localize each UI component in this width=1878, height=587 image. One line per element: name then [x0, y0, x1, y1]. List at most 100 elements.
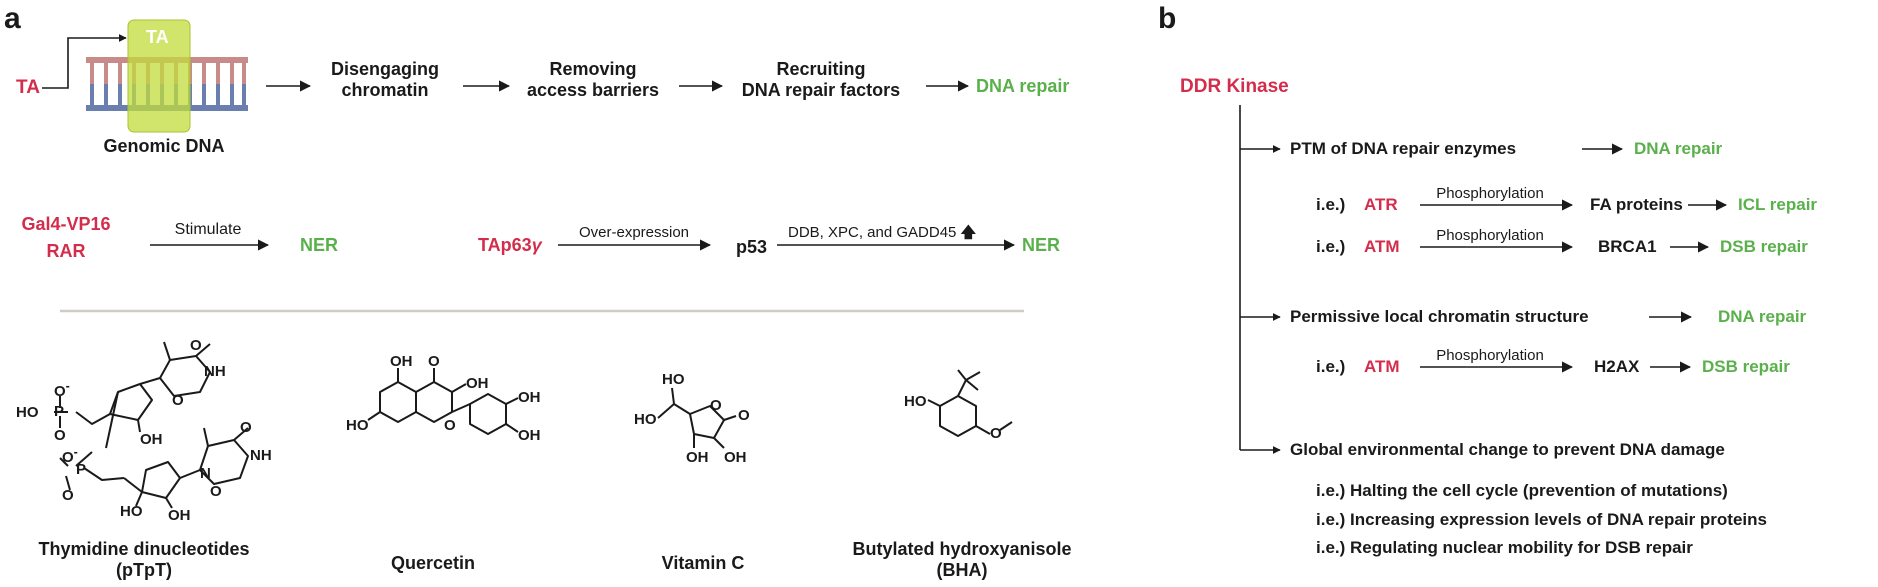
ptpt-oh-2: OH: [168, 507, 191, 524]
ptpt-p1: P: [54, 403, 65, 420]
ptpt-n: N: [200, 465, 211, 482]
branch-ptm-result: DNA repair: [1634, 139, 1723, 158]
ex2-kinase: ATM: [1364, 237, 1400, 256]
branch-chromatin-result: DNA repair: [1718, 307, 1807, 326]
quercetin-o-top: O: [428, 353, 440, 370]
quercetin-oh-a: OH: [518, 389, 541, 406]
ptpt-o-1: O: [54, 427, 66, 444]
dna-repair-outcome: DNA repair: [976, 76, 1070, 96]
ex2-action: Phosphorylation: [1436, 227, 1544, 244]
stimulate-label: Stimulate: [174, 221, 242, 238]
ex3-ie: i.e.): [1316, 357, 1346, 376]
ex1-ie: i.e.): [1316, 195, 1346, 214]
quercetin-oh-b: OH: [518, 427, 541, 444]
ta-label: TA: [16, 77, 40, 98]
step-disengaging-line1: Disengaging: [330, 59, 440, 79]
ex3-result: DSB repair: [1702, 357, 1790, 376]
vitc-o-ring: O: [710, 397, 722, 414]
up-arrow-icon: 🡅: [960, 224, 976, 241]
quercetin-ho: HO: [346, 417, 369, 434]
ptpt-o-top: O: [190, 337, 202, 354]
minus-sup-2: -: [73, 445, 78, 459]
branch-chromatin: Permissive local chromatin structure: [1290, 307, 1589, 326]
ex1-kinase: ATR: [1364, 195, 1398, 214]
p53-label: p53: [736, 237, 768, 257]
ta-entry-arrow: [42, 34, 127, 89]
minus-sup: -: [65, 379, 70, 393]
vitc-oh-2: OH: [724, 449, 747, 466]
ptpt-o-minus-1: O-: [54, 380, 70, 399]
tap63-text: TAp63: [478, 235, 532, 255]
list-item-3: i.e.) Regulating nuclear mobility for DS…: [1316, 538, 1693, 557]
rar-label: RAR: [46, 241, 86, 261]
bha-structure: [927, 369, 1013, 437]
ptpt-o-base1: O: [172, 392, 184, 409]
compound-pTpT-sub: (pTpT): [116, 560, 172, 580]
panel-b-arrows: [1420, 143, 1728, 373]
ptpt-nh-1: NH: [204, 363, 226, 380]
pTpT-structure: [54, 341, 249, 509]
ex1-target: FA proteins: [1590, 195, 1683, 214]
ptpt-p2: P: [76, 461, 87, 478]
ex3-kinase: ATM: [1364, 357, 1400, 376]
branch-ptm: PTM of DNA repair enzymes: [1290, 139, 1517, 158]
panel-a-label: a: [4, 2, 21, 35]
ddb-text: DDB, XPC, and GADD45: [788, 224, 957, 241]
quercetin-oh-3: OH: [466, 375, 489, 392]
o-text: O: [54, 383, 66, 400]
ner-outcome-2: NER: [1022, 235, 1061, 255]
step-recruiting-line2: DNA repair factors: [741, 80, 901, 100]
ptpt-o-top2: O: [240, 419, 252, 436]
ptpt-ho: HO: [16, 404, 39, 421]
list-item-2: i.e.) Increasing expression levels of DN…: [1316, 510, 1767, 529]
ddb-xpc-gadd45-label: DDB, XPC, and GADD45 🡅: [788, 225, 976, 240]
step-removing-line2: access barriers: [526, 80, 660, 100]
compound-vitamin-c-name: Vitamin C: [661, 553, 745, 573]
gal4-vp16-label: Gal4-VP16: [21, 214, 111, 234]
ddr-kinase-label: DDR Kinase: [1180, 76, 1289, 97]
ptpt-o-2: O: [62, 487, 74, 504]
tap63-label: TAp63γ: [478, 236, 542, 254]
ptpt-ho-2: HO: [120, 503, 143, 520]
o-text-2: O: [62, 449, 74, 466]
ner-outcome-1: NER: [300, 235, 339, 255]
vitamin-c-structure: [657, 387, 737, 449]
step-removing-line1: Removing: [549, 59, 637, 79]
gamma-symbol: γ: [531, 235, 542, 255]
quercetin-o-ring: O: [444, 417, 456, 434]
ptpt-o-minus-2: O-: [62, 446, 78, 465]
compound-bha-sub: (BHA): [936, 560, 988, 580]
panel-b-label: b: [1158, 2, 1177, 35]
ta-box-label: TA: [146, 27, 169, 47]
vitc-ho-left: HO: [634, 411, 657, 428]
ex2-result: DSB repair: [1720, 237, 1808, 256]
compound-quercetin-name: Quercetin: [390, 553, 476, 573]
step-disengaging-line2: chromatin: [341, 80, 429, 100]
ptpt-nh-2: NH: [250, 447, 272, 464]
step-recruiting-line1: Recruiting: [776, 59, 866, 79]
ex2-ie: i.e.): [1316, 237, 1346, 256]
bha-o: O: [990, 425, 1002, 442]
ddr-tree: [1239, 105, 1281, 454]
ex3-target: H2AX: [1594, 357, 1640, 376]
ex1-result: ICL repair: [1738, 195, 1818, 214]
compound-pTpT-name: Thymidine dinucleotides: [38, 539, 250, 559]
bha-ho: HO: [904, 393, 927, 410]
genomic-dna-icon: [86, 19, 248, 133]
ptpt-oh-1: OH: [140, 431, 163, 448]
list-item-1: i.e.) Halting the cell cycle (prevention…: [1316, 481, 1728, 500]
ptpt-o-base2: O: [210, 483, 222, 500]
ex2-target: BRCA1: [1598, 237, 1657, 256]
overexpression-label: Over-expression: [578, 224, 690, 241]
branch-global: Global environmental change to prevent D…: [1290, 440, 1725, 459]
ex1-action: Phosphorylation: [1436, 185, 1544, 202]
compound-bha-name: Butylated hydroxyanisole: [852, 539, 1072, 559]
quercetin-oh-top: OH: [390, 353, 413, 370]
vitc-ho-top: HO: [662, 371, 685, 388]
vitc-o-carbonyl: O: [738, 407, 750, 424]
genomic-dna-label: Genomic DNA: [103, 136, 225, 156]
quercetin-structure: [367, 368, 519, 435]
ex3-action: Phosphorylation: [1436, 347, 1544, 364]
vitc-oh-1: OH: [686, 449, 709, 466]
